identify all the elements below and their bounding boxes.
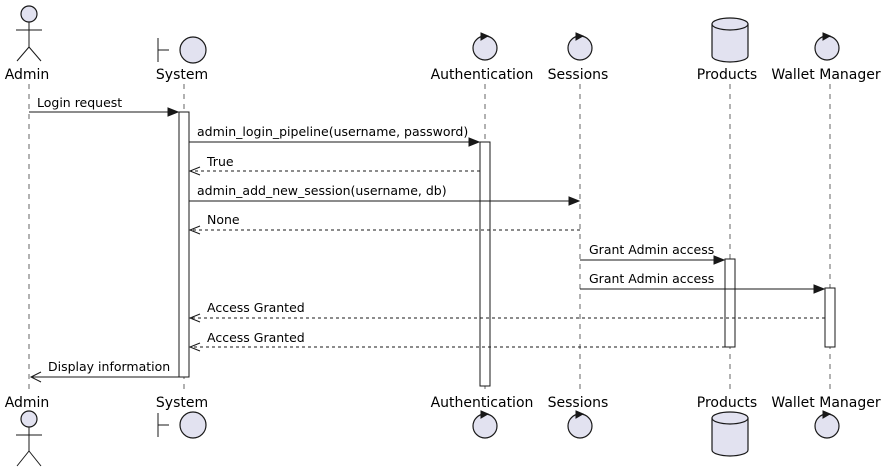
participant-label-wallet-manager: Wallet Manager: [771, 67, 880, 83]
message-label: Access Granted: [207, 300, 305, 315]
participant-label-authentication-bottom: Authentication: [431, 395, 534, 411]
control-icon: [814, 32, 840, 61]
message-label: Grant Admin access: [589, 271, 714, 286]
participant-label-system: System: [156, 67, 208, 83]
message-label: Login request: [37, 95, 122, 110]
participant-label-admin: Admin: [5, 67, 50, 83]
activation-authentication: [479, 141, 491, 387]
message-label: Access Granted: [207, 330, 305, 345]
message-login-request: Login request: [29, 95, 180, 117]
activation-products: [724, 258, 736, 348]
message-label: True: [206, 154, 234, 169]
participant-label-admin-bottom: Admin: [5, 395, 50, 411]
database-icon: [711, 17, 749, 63]
message-label: None: [207, 212, 240, 227]
message-label: Display information: [48, 359, 170, 374]
participant-label-products-bottom: Products: [697, 395, 757, 411]
message-admin-add-new-session: admin_add_new_session(username, db): [189, 183, 581, 206]
message-none-return: None: [188, 212, 580, 235]
activation-system: [178, 111, 190, 378]
message-access-granted-products: Access Granted: [188, 330, 725, 352]
control-icon: [567, 32, 593, 61]
message-label: admin_login_pipeline(username, password): [197, 124, 468, 139]
participant-label-products: Products: [697, 67, 757, 83]
participant-label-sessions: Sessions: [548, 67, 609, 83]
participant-label-authentication: Authentication: [431, 67, 534, 83]
control-icon: [472, 410, 498, 439]
message-label: Grant Admin access: [589, 242, 714, 257]
actor-icon: [16, 5, 42, 62]
boundary-icon: [157, 36, 207, 64]
message-display-information: Display information: [29, 359, 179, 383]
message-true-return: True: [188, 154, 480, 176]
message-grant-admin-access-products: Grant Admin access: [580, 242, 726, 265]
participant-label-system-bottom: System: [156, 395, 208, 411]
control-icon: [814, 410, 840, 439]
message-label: admin_add_new_session(username, db): [197, 183, 447, 198]
message-access-granted-wallet: Access Granted: [188, 300, 825, 323]
message-grant-admin-access-wallet: Grant Admin access: [580, 271, 826, 294]
participant-label-sessions-bottom: Sessions: [548, 395, 609, 411]
message-admin-login-pipeline: admin_login_pipeline(username, password): [189, 124, 481, 147]
participant-label-wallet-manager-bottom: Wallet Manager: [771, 395, 880, 411]
database-icon: [711, 411, 749, 457]
boundary-icon: [157, 411, 207, 439]
control-icon: [567, 410, 593, 439]
control-icon: [472, 32, 498, 61]
actor-icon: [16, 410, 42, 467]
activation-wallet-manager: [824, 287, 836, 348]
